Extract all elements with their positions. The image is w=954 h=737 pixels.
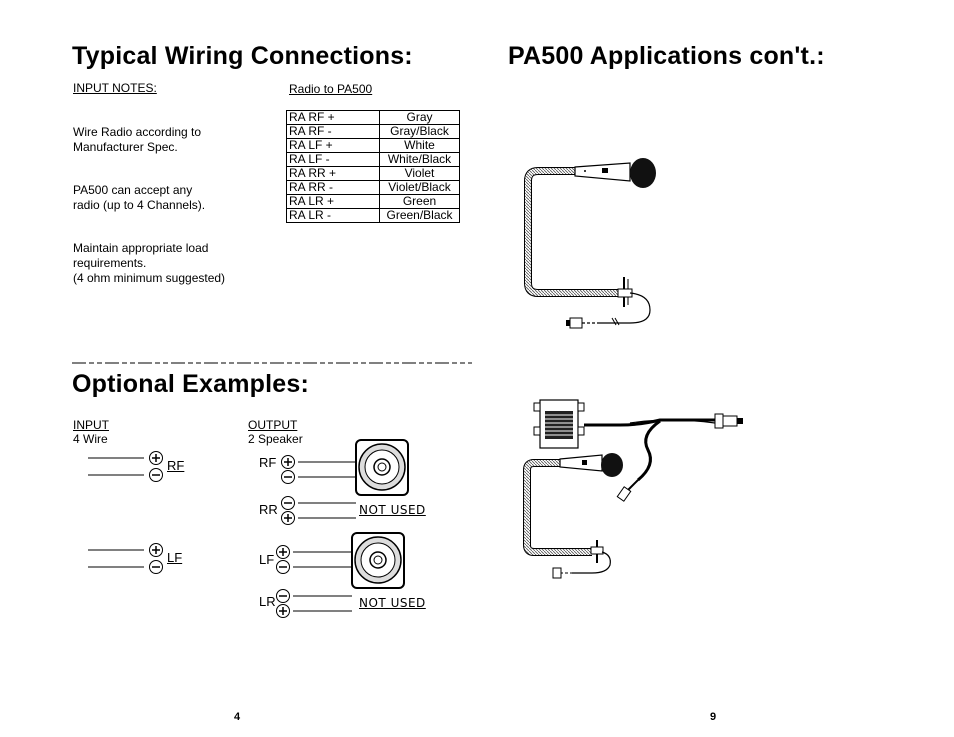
mic-head-icon: [630, 158, 656, 188]
radio-wire-cell: RA RR -: [286, 180, 380, 195]
rr-not-used: NOT USED: [359, 503, 426, 517]
wiring-table-row: RA LF +White: [286, 138, 460, 153]
wire-color-cell: Gray: [379, 110, 460, 125]
speaker-icon: [351, 532, 405, 589]
wire-color-cell: Gray/Black: [379, 124, 460, 139]
output-rf-label: RF: [259, 455, 277, 470]
speaker-icon: [355, 439, 409, 496]
output-speaker-diagram: [276, 439, 409, 618]
page-number-left: 4: [234, 711, 241, 723]
input-notes-heading: INPUT NOTES:: [73, 81, 157, 95]
radio-wire-cell: RA RF +: [286, 110, 380, 125]
output-heading: OUTPUT: [248, 418, 298, 432]
radio-wire-cell: RA RR +: [286, 166, 380, 181]
plus-terminal-icon: [149, 451, 163, 465]
note-1: Wire Radio according to Manufacturer Spe…: [73, 125, 202, 154]
input-notes: Wire Radio according to Manufacturer Spe…: [73, 110, 225, 314]
radio-wire-cell: RA LR -: [286, 208, 380, 223]
page-number-right: 9: [710, 711, 717, 723]
input-rf-label: RF: [167, 458, 185, 473]
mic-switch-icon: [602, 168, 608, 173]
wiring-table-row: RA LF -White/Black: [286, 152, 460, 167]
output-rr-label: RR: [259, 502, 278, 517]
note-2: PA500 can accept any radio (up to 4 Chan…: [73, 183, 206, 212]
plus-terminal-icon: [149, 543, 163, 557]
wire-color-cell: White: [379, 138, 460, 153]
amplifier-microphone-illustration: [523, 399, 743, 579]
wire-color-cell: Violet: [379, 166, 460, 181]
gooseneck-microphone-illustration: [524, 158, 656, 329]
output-subheading: 2 Speaker: [248, 432, 303, 446]
lr-not-used: NOT USED: [359, 596, 426, 610]
input-heading: INPUT: [73, 418, 109, 432]
pa500-amplifier-icon: [533, 399, 585, 449]
table-caption: Radio to PA500: [289, 82, 373, 96]
input-wire-diagram: [88, 451, 163, 574]
wiring-table-row: RA RR -Violet/Black: [286, 180, 460, 195]
wire-color-cell: Green: [379, 194, 460, 209]
optional-examples-title: Optional Examples:: [72, 370, 309, 398]
radio-wire-cell: RA LR +: [286, 194, 380, 209]
section-divider: [72, 362, 472, 364]
page-title-wiring: Typical Wiring Connections:: [72, 42, 413, 70]
wiring-table-row: RA LR -Green/Black: [286, 208, 460, 223]
minus-terminal-icon: [149, 560, 163, 574]
wire-color-cell: Green/Black: [379, 208, 460, 223]
wiring-table-row: RA LR +Green: [286, 194, 460, 209]
radio-wire-cell: RA RF -: [286, 124, 380, 139]
note-3: Maintain appropriate load requirements. …: [73, 241, 226, 285]
wire-color-cell: White/Black: [379, 152, 460, 167]
wiring-table-row: RA RR +Violet: [286, 166, 460, 181]
page-title-applications: PA500 Applications con't.:: [508, 42, 825, 70]
minus-terminal-icon: [149, 468, 163, 482]
wire-color-cell: Violet/Black: [379, 180, 460, 195]
wiring-table-row: RA RF -Gray/Black: [286, 124, 460, 139]
radio-wire-cell: RA LF -: [286, 152, 380, 167]
output-lr-label: LR: [259, 594, 276, 609]
input-lf-label: LF: [167, 550, 183, 565]
output-lf-label: LF: [259, 552, 275, 567]
radio-wire-cell: RA LF +: [286, 138, 380, 153]
input-subheading: 4 Wire: [73, 432, 108, 446]
wiring-table-row: RA RF +Gray: [286, 110, 460, 125]
